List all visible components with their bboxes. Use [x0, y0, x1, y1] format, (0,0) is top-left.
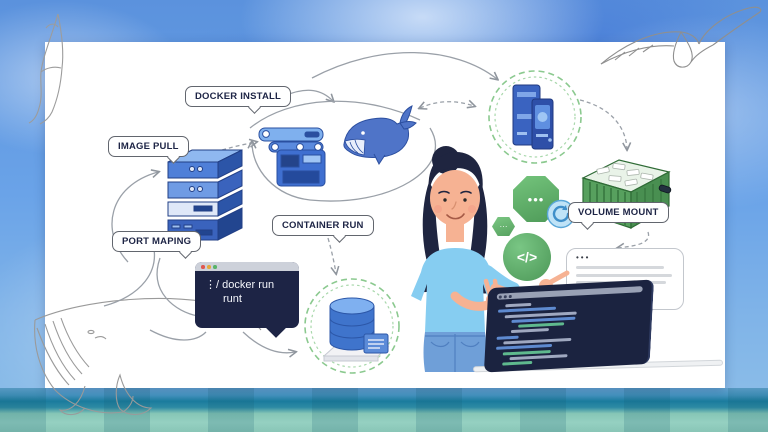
label-container-run: CONTAINER RUN [272, 215, 374, 243]
label-container-run-text: CONTAINER RUN [282, 220, 364, 231]
container-servers-circle-icon [488, 70, 582, 164]
sketch-bird-left-icon [28, 13, 64, 125]
code-line [509, 354, 568, 361]
code-line [503, 337, 572, 345]
woman-illustration [411, 146, 570, 372]
sea-background [0, 388, 768, 432]
traffic-light-green-icon [213, 265, 217, 269]
speech-bubble-dots: ••• [576, 253, 591, 262]
traffic-light-yellow-icon [207, 265, 211, 269]
code-symbol-label: </> [516, 249, 538, 265]
hexagon-dots-badge: ··· [492, 217, 515, 236]
code-line [510, 328, 549, 334]
hexagon-dots-label: ··· [499, 222, 508, 231]
database-circle-icon [304, 278, 400, 374]
label-port-maping-text: PORT MAPING [122, 236, 192, 247]
label-volume-mount-text: VOLUME MOUNT [578, 207, 659, 218]
code-line [518, 322, 565, 328]
terminal-command-line1: docker run [222, 279, 275, 291]
label-port-maping: PORT MAPING [112, 231, 202, 259]
label-image-pull: IMAGE PULL [108, 136, 189, 164]
install-machine-icon [258, 127, 326, 187]
traffic-light-red-icon [201, 265, 205, 269]
terminal-bubble: ⋮/ docker run runt [195, 262, 299, 338]
code-line [505, 302, 532, 308]
code-line [511, 316, 576, 323]
terminal-prompt-icon: ⋮/ [205, 279, 220, 291]
terminal-titlebar [195, 262, 299, 271]
octagon-dots-badge: ••• [513, 176, 559, 222]
bubble-line [576, 273, 672, 277]
label-volume-mount: VOLUME MOUNT [568, 202, 669, 230]
code-line [502, 361, 533, 366]
bubble-line [576, 266, 664, 269]
laptop-titlebar-dots-icon [498, 294, 502, 299]
docker-whale-icon [343, 105, 417, 165]
code-circle-badge: </> [503, 233, 551, 281]
label-docker-install: DOCKER INSTALL [185, 86, 292, 114]
octagon-dots-label: ••• [527, 191, 545, 207]
laptop-code [484, 297, 651, 367]
terminal-text: ⋮/ docker run runt [205, 278, 274, 306]
label-image-pull-text: IMAGE PULL [118, 141, 179, 152]
code-line [496, 335, 519, 340]
label-docker-install-text: DOCKER INSTALL [195, 91, 282, 102]
laptop-screen [483, 279, 655, 373]
sketch-seagull-icon [600, 6, 762, 68]
terminal-command-line2: runt [223, 293, 242, 305]
